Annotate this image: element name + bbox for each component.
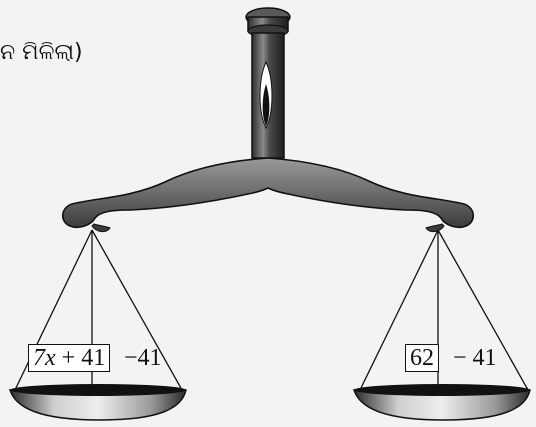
left-expression-variable: 7x <box>33 345 56 371</box>
central-pole <box>252 33 284 158</box>
left-pan <box>10 384 186 420</box>
right-value: 62 <box>410 345 434 371</box>
right-value-box: 62 <box>405 344 439 372</box>
right-pan-strings <box>360 230 528 390</box>
left-expression-constant: + 41 <box>56 345 106 371</box>
balance-beam <box>63 158 474 232</box>
caption-text: ନ ମିଳିଲା) <box>0 40 83 65</box>
right-subtracted-value: − 41 <box>453 345 497 371</box>
left-subtracted-value: −41 <box>124 345 162 371</box>
left-expression-box: 7x + 41 <box>28 344 110 372</box>
right-pan <box>354 384 530 420</box>
